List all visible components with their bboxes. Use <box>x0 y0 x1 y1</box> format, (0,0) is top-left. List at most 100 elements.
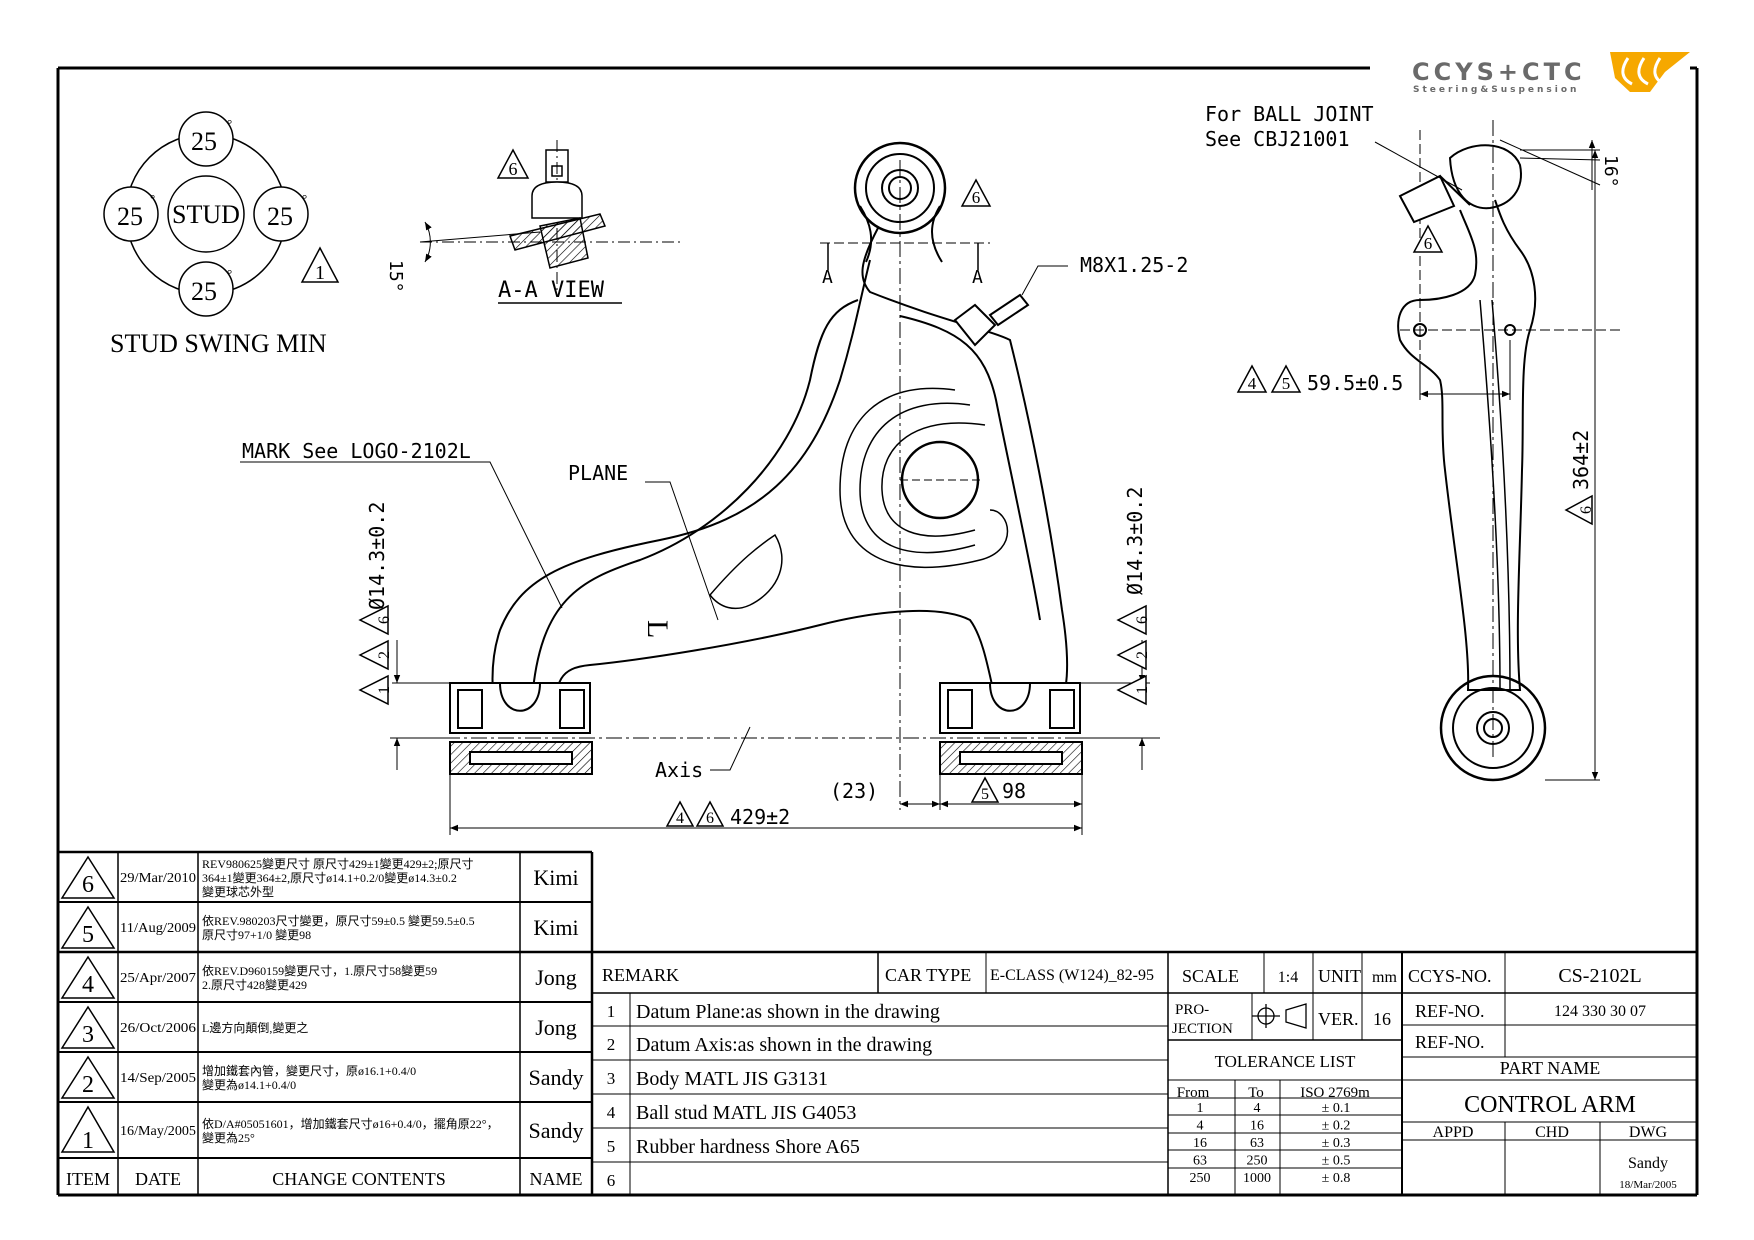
remark-text: Rubber hardness Shore A65 <box>636 1136 860 1158</box>
remark-table <box>592 952 1169 1195</box>
revision-change-line: 364±1變更364±2,原尺寸ø14.1+0.2/0變更ø14.3±0.2 <box>202 870 457 885</box>
dim-429: 429±2 <box>730 805 790 829</box>
tolerance-value: ± 0.2 <box>1322 1119 1351 1134</box>
part-name-label: PART NAME <box>1500 1058 1600 1078</box>
swing-angle-left: 25 <box>117 202 143 231</box>
tolerance-value: ± 0.5 <box>1322 1154 1351 1169</box>
ball-joint-note-1: For BALL JOINT <box>1205 102 1374 126</box>
ball-joint-note-2: See CBJ21001 <box>1205 127 1350 151</box>
revision-item-number: 2 <box>82 1072 94 1098</box>
appd-label: APPD <box>1433 1124 1474 1141</box>
revision-triangle-98: 5 <box>970 776 1000 803</box>
svg-text:2: 2 <box>1134 651 1151 659</box>
revision-change-line: 增加鐵套內管，變更尺寸，原ø16.1+0.4/0 <box>202 1063 416 1078</box>
revision-date: 11/Aug/2009 <box>120 921 196 936</box>
revision-triangles-429: 4 6 <box>665 800 725 827</box>
ref-no-2-label: REF-NO. <box>1415 1032 1485 1052</box>
svg-text:°: ° <box>227 266 232 281</box>
swing-angle-right: 25 <box>267 202 293 231</box>
revision-triangle-ball: 6 <box>960 178 992 207</box>
side-view-leaders <box>1374 139 1601 781</box>
diameter-left: Ø14.3±0.2 <box>365 502 389 610</box>
revision-date: 14/Sep/2005 <box>120 1071 196 1086</box>
projection-label-1: PRO- <box>1175 1002 1209 1018</box>
revision-change-line: 原尺寸97+1/0 變更98 <box>202 927 311 942</box>
revision-change-line: 依D/A#05051601，增加鐵套尺寸ø16+0.4/0，擺角原22°， <box>202 1116 499 1131</box>
tolerance-title: TOLERANCE LIST <box>1215 1052 1356 1071</box>
diameter-right: Ø14.3±0.2 <box>1123 487 1147 595</box>
svg-text:1: 1 <box>315 262 325 284</box>
svg-text:2: 2 <box>376 651 393 659</box>
stud-swing-caption: STUD SWING MIN <box>110 329 327 358</box>
tolerance-value: ± 0.8 <box>1322 1171 1351 1186</box>
revision-item-number: 1 <box>82 1128 94 1154</box>
stud-swing-diagram: STUD 25 25 25 25 ° ° ° ° STUD SWING MIN … <box>103 111 340 358</box>
rev-header-date: DATE <box>135 1169 181 1189</box>
svg-text:6: 6 <box>1578 506 1595 514</box>
car-type-value: E-CLASS (W124)_82-95 <box>990 967 1154 984</box>
revision-date: 25/Apr/2007 <box>120 971 196 986</box>
revision-row-icons <box>60 855 116 1153</box>
remark-number: 6 <box>607 1171 616 1190</box>
revision-change-line: 變更球芯外型 <box>202 884 274 899</box>
remark-title: REMARK <box>602 965 679 985</box>
tolerance-to: 1000 <box>1243 1171 1271 1186</box>
revision-triangles-dia-left: 1 2 6 <box>358 604 393 706</box>
revision-name: Sandy <box>529 1065 584 1090</box>
svg-text:4: 4 <box>1248 374 1257 393</box>
front-view-leaders <box>240 265 1068 771</box>
scale-label: SCALE <box>1182 966 1239 986</box>
part-name-value: CONTROL ARM <box>1464 1092 1636 1118</box>
remark-text: Body MATL JIS G3131 <box>636 1068 828 1090</box>
logo-brand: CCYS+CTC <box>1412 58 1586 86</box>
car-type-label: CAR TYPE <box>885 965 971 985</box>
aa-view-title: A-A VIEW <box>498 278 605 303</box>
svg-text:1: 1 <box>1134 686 1151 694</box>
revision-date: 26/Oct/2006 <box>120 1021 196 1036</box>
ver-label: VER. <box>1318 1009 1359 1029</box>
dim-364: 364±2 <box>1569 430 1593 490</box>
revision-triangle-aa: 6 <box>496 148 530 179</box>
projection-label-2: JECTION <box>1172 1021 1233 1037</box>
section-a-left: A <box>822 267 833 288</box>
ref-no-value: 124 330 30 07 <box>1554 1003 1646 1020</box>
drawn-date: 18/Mar/2005 <box>1619 1179 1677 1191</box>
thread-note: M8X1.25-2 <box>1080 253 1188 277</box>
swing-angle-top: 25 <box>191 127 217 156</box>
tolerance-from: 250 <box>1190 1171 1211 1186</box>
revision-change-line: REV980625變更尺寸 原尺寸429±1變更429±2;原尺寸 <box>202 856 474 871</box>
svg-text:°: ° <box>150 191 155 206</box>
tolerance-from: 4 <box>1197 1119 1204 1134</box>
plane-label: PLANE <box>568 461 628 485</box>
rev-header-item: ITEM <box>66 1169 110 1189</box>
unit-label: UNIT <box>1318 966 1361 986</box>
remark-number: 4 <box>607 1103 616 1122</box>
revision-change-line: 變更為ø14.1+0.4/0 <box>202 1077 296 1092</box>
tolerance-header-from: From <box>1177 1085 1210 1101</box>
revision-change-line: 變更為25° <box>202 1130 255 1145</box>
revision-name: Jong <box>535 1015 577 1040</box>
company-logo: CCYS+CTC Steering&Suspension <box>1412 52 1690 95</box>
svg-text:6: 6 <box>972 188 981 207</box>
revision-name: Kimi <box>533 865 578 890</box>
ref-no-label: REF-NO. <box>1415 1001 1485 1021</box>
svg-text:6: 6 <box>1424 234 1433 253</box>
revision-item-number: 3 <box>82 1022 94 1048</box>
remark-number: 1 <box>607 1002 616 1021</box>
side-letter-mark: L <box>641 620 674 638</box>
revision-triangle-stud-side: 6 <box>1412 224 1444 253</box>
svg-text:5: 5 <box>1282 374 1291 393</box>
ccys-no-label: CCYS-NO. <box>1408 966 1492 986</box>
svg-text:6: 6 <box>376 616 393 624</box>
revision-change-line: 依REV.D960159變更尺寸，1.原尺寸58變更59 <box>202 963 437 978</box>
sheet-border <box>56 66 1699 1197</box>
mark-note: MARK See LOGO-2102L <box>242 439 471 463</box>
remark-text: Datum Plane:as shown in the drawing <box>636 1001 940 1023</box>
tolerance-from: 63 <box>1193 1154 1207 1169</box>
revision-date: 29/Mar/2010 <box>120 871 196 886</box>
revision-triangles-59: 4 5 <box>1236 364 1302 393</box>
tolerance-to: 4 <box>1254 1101 1261 1116</box>
